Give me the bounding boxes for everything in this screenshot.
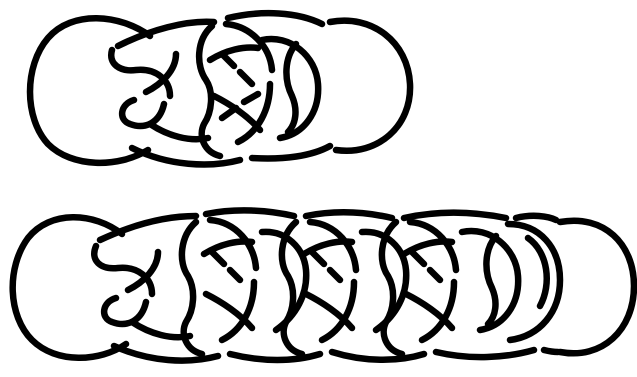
strand — [404, 213, 506, 218]
strand — [104, 298, 146, 324]
strand — [560, 221, 634, 354]
strand — [94, 246, 152, 294]
strand — [214, 96, 260, 130]
strand — [486, 236, 496, 324]
strand — [286, 44, 296, 132]
strand — [332, 352, 424, 360]
strand — [412, 252, 440, 280]
strand — [544, 350, 558, 352]
strand — [210, 48, 258, 61]
strand — [312, 252, 340, 280]
strand — [122, 100, 164, 126]
strand — [230, 354, 320, 360]
strand — [528, 238, 547, 306]
knot-diagram-bottom — [13, 210, 634, 360]
strand — [436, 350, 534, 357]
strand — [222, 54, 252, 84]
strand — [228, 13, 322, 24]
strand — [252, 146, 330, 159]
knot-diagram-top — [30, 13, 410, 164]
strand — [111, 50, 170, 96]
strand — [330, 21, 410, 151]
strand — [212, 252, 240, 280]
strand — [516, 216, 556, 220]
strand — [206, 210, 294, 216]
strand — [306, 212, 392, 218]
